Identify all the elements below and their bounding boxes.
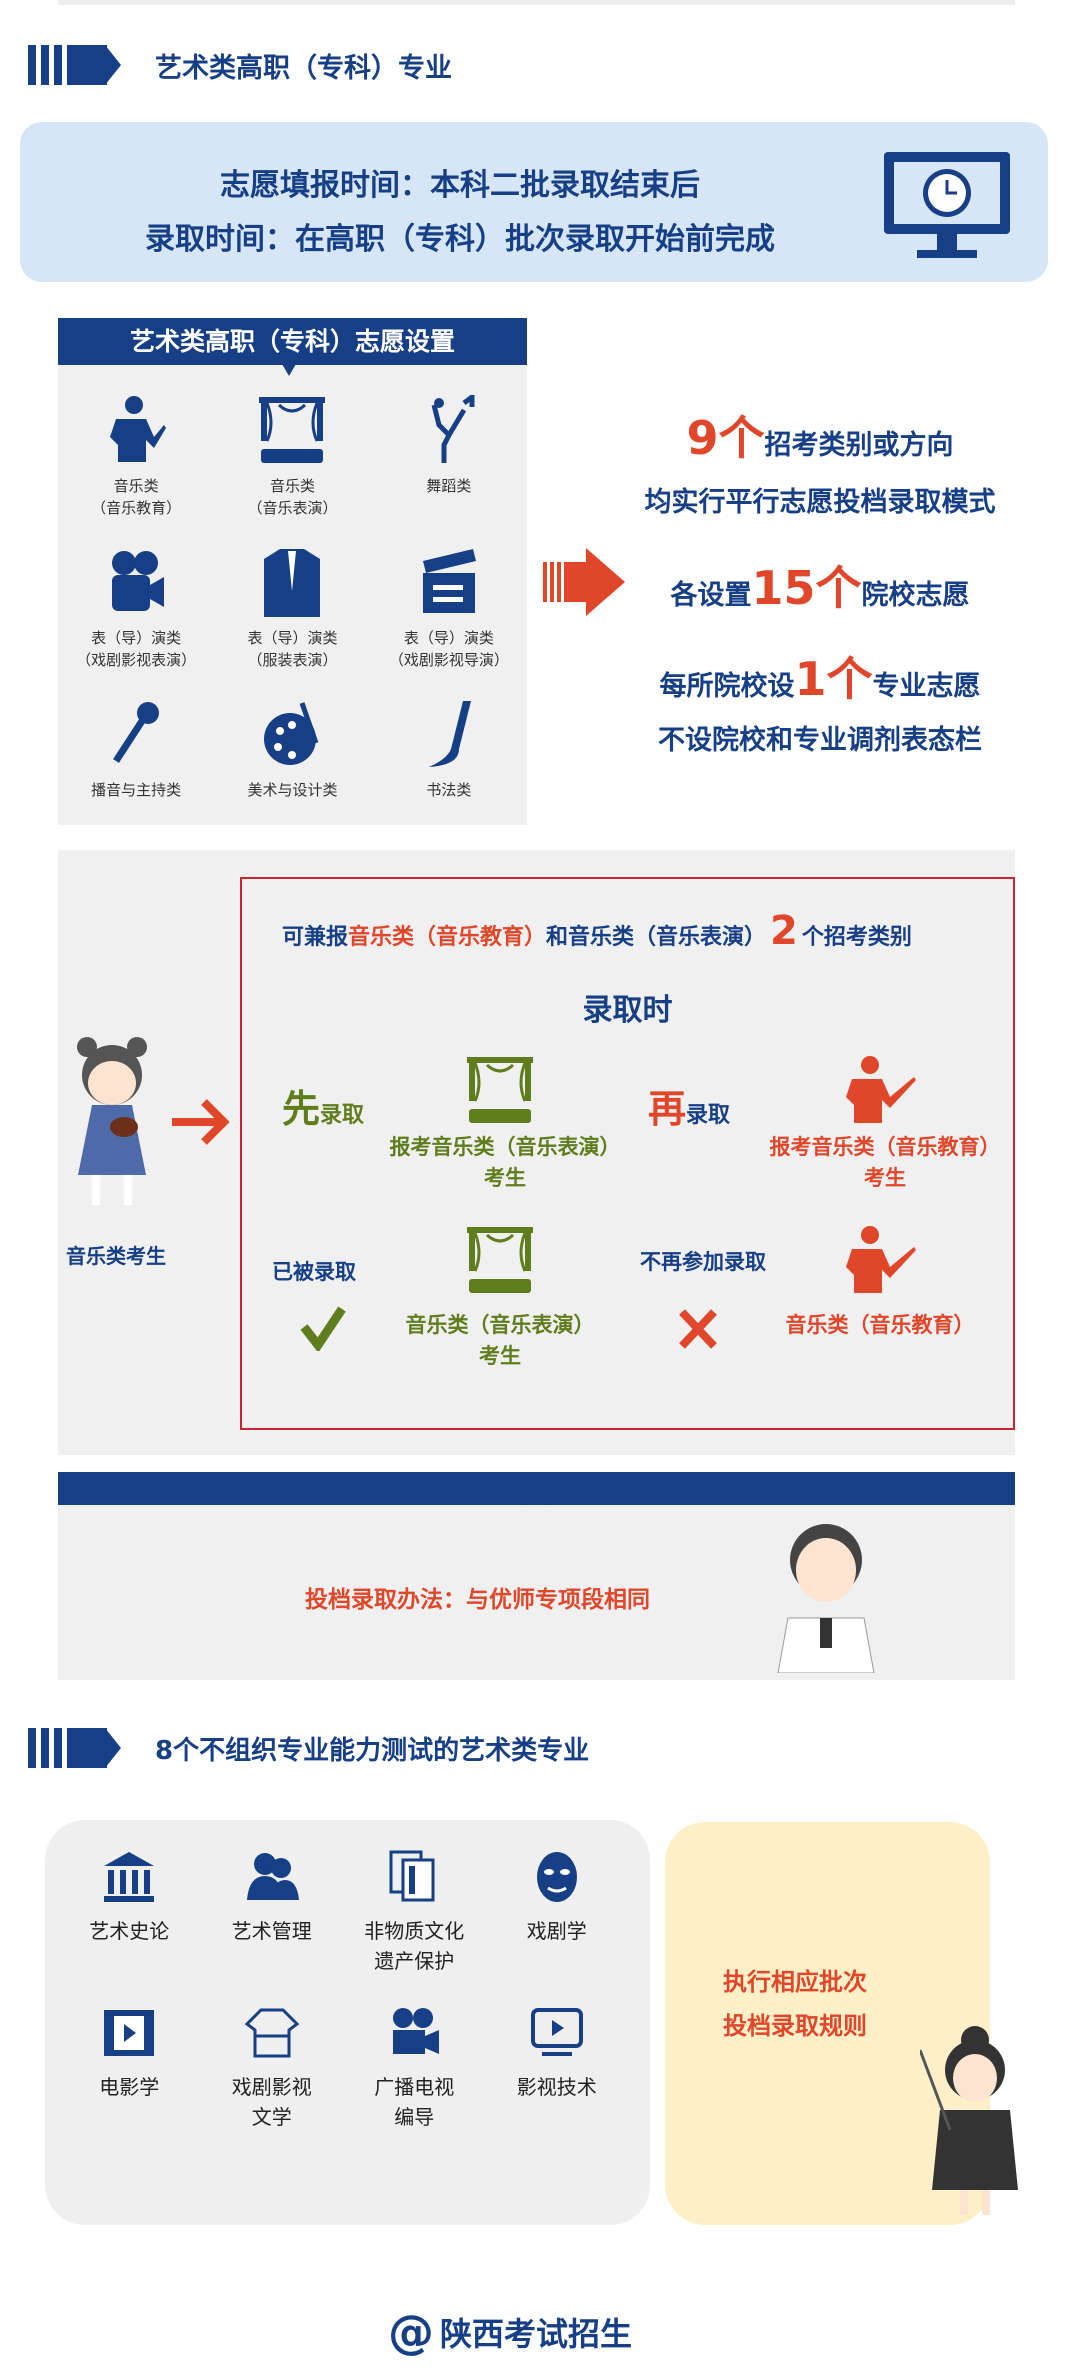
section-title: 艺术类高职（专科）专业 [155, 52, 452, 84]
stage-icon [259, 397, 326, 463]
documents-icon [389, 1850, 435, 1902]
stage-icon-green [467, 1227, 533, 1293]
major-item: 戏剧学 [486, 1850, 629, 1976]
opera-mask-icon [536, 1852, 577, 1902]
cross-icon [679, 1309, 717, 1349]
major-item: 广播电视编导 [343, 2006, 486, 2132]
first-category: 报考音乐类（音乐表演）考生 [389, 1135, 621, 1190]
method-bar [58, 1472, 1015, 1505]
category-item: 表（导）演类（服装表演） [214, 547, 370, 671]
first-admit-label: 先录取 [282, 1087, 365, 1131]
category-item: 舞蹈类 [371, 395, 527, 519]
music-student-label: 音乐类考生 [66, 1244, 166, 1268]
orange-arrow-icon [172, 1099, 230, 1145]
category-item: 播音与主持类 [58, 699, 214, 801]
method-text: 投档录取办法：与优师专项段相同 [305, 1587, 650, 1613]
schedule-info-box: 志愿填报时间：本科二批录取结束后 录取时间：在高职（专科）批次录取开始前完成 [20, 122, 1048, 282]
teacher-icon-orange [846, 1056, 916, 1123]
admitted-category: 音乐类（音乐表演）考生 [405, 1313, 595, 1368]
category-item: 音乐类（音乐教育） [58, 395, 214, 519]
then-category: 报考音乐类（音乐教育）考生 [769, 1135, 1001, 1190]
category-item: 表（导）演类（戏剧影视导演） [371, 547, 527, 671]
summary-colleges: 各设置15个院校志愿 [670, 561, 970, 615]
major-item: 电影学 [58, 2006, 201, 2132]
museum-icon [104, 1852, 155, 1902]
major-item: 艺术史论 [58, 1850, 201, 1976]
clapperboard-icon [422, 549, 476, 613]
admission-time: 录取时间：在高职（专科）批次录取开始前完成 [145, 222, 775, 257]
microphone-icon [113, 702, 160, 763]
rule-text: 执行相应批次投档录取规则 [723, 1968, 867, 2040]
when-admitted-heading: 录取时 [582, 993, 673, 1028]
summary-mode: 均实行平行志愿投档录取模式 [644, 487, 996, 518]
majors-grid: 艺术史论 艺术管理 非物质文化遗产保护 戏剧学 电影学 戏剧影视文学 广播电视编… [58, 1850, 628, 2132]
teacher-icon [110, 396, 167, 462]
then-admit-label: 再录取 [648, 1087, 731, 1131]
at-icon: @ [388, 2305, 434, 2359]
stage-icon-green [467, 1057, 533, 1123]
film-camera-icon [393, 2008, 440, 2054]
summary-no-adjust: 不设院校和专业调剂表态栏 [658, 725, 982, 756]
major-item: 影视技术 [486, 2006, 629, 2132]
monitor-clock-icon [884, 152, 1010, 258]
fill-time: 志愿填报时间：本科二批录取结束后 [220, 168, 700, 203]
category-item: 表（导）演类（戏剧影视表演） [58, 547, 214, 671]
female-teacher-illustration [920, 2026, 1018, 2215]
header-pointer [282, 364, 296, 376]
category-item: 美术与设计类 [214, 699, 370, 801]
no-more-category: 音乐类（音乐教育） [785, 1313, 975, 1337]
section-header-no-test-majors: 8个不组织专业能力测试的艺术类专业 [28, 1728, 589, 1768]
music-panel [58, 850, 1015, 1455]
girl-violinist-illustration [77, 1037, 147, 1205]
right-arrow-icon [543, 548, 625, 616]
brush-icon [428, 701, 471, 767]
category-grid: 音乐类（音乐教育） 音乐类（音乐表演） 舞蹈类 表（导）演类（戏剧影视表演） 表… [58, 365, 527, 801]
checkmark-icon [300, 1306, 346, 1351]
music-rules-box [240, 877, 1015, 1430]
teacher-icon-orange [846, 1226, 916, 1293]
top-panel-edge [58, 0, 1015, 5]
major-item: 艺术管理 [201, 1850, 344, 1976]
category-item: 书法类 [371, 699, 527, 801]
video-play-icon [530, 2008, 583, 2056]
costume-icon [244, 2008, 299, 2058]
category-item: 音乐类（音乐表演） [214, 395, 370, 519]
film-icon [104, 2010, 155, 2056]
section-header-art-vocational: 艺术类高职（专科）专业 [28, 45, 452, 85]
admitted-label: 已被录取 [272, 1260, 356, 1284]
male-teacher-illustration [777, 1524, 875, 1673]
movie-camera-icon [112, 551, 165, 611]
section-title: 8个不组织专业能力测试的艺术类专业 [155, 1735, 590, 1766]
summary-categories: 9个招考类别或方向 [686, 411, 954, 465]
users-icon [246, 1853, 299, 1900]
dancer-icon [431, 395, 475, 463]
summary-majors: 每所院校设1个专业志愿 [659, 652, 981, 706]
palette-icon [264, 702, 319, 765]
major-item: 非物质文化遗产保护 [343, 1850, 486, 1976]
settings-header: 艺术类高职（专科）志愿设置 [58, 318, 527, 365]
no-more-label: 不再参加录取 [640, 1250, 766, 1274]
major-item: 戏剧影视文学 [201, 2006, 344, 2132]
footer-logo: @ 陕西考试招生 [388, 2305, 633, 2359]
suit-icon [264, 549, 321, 617]
